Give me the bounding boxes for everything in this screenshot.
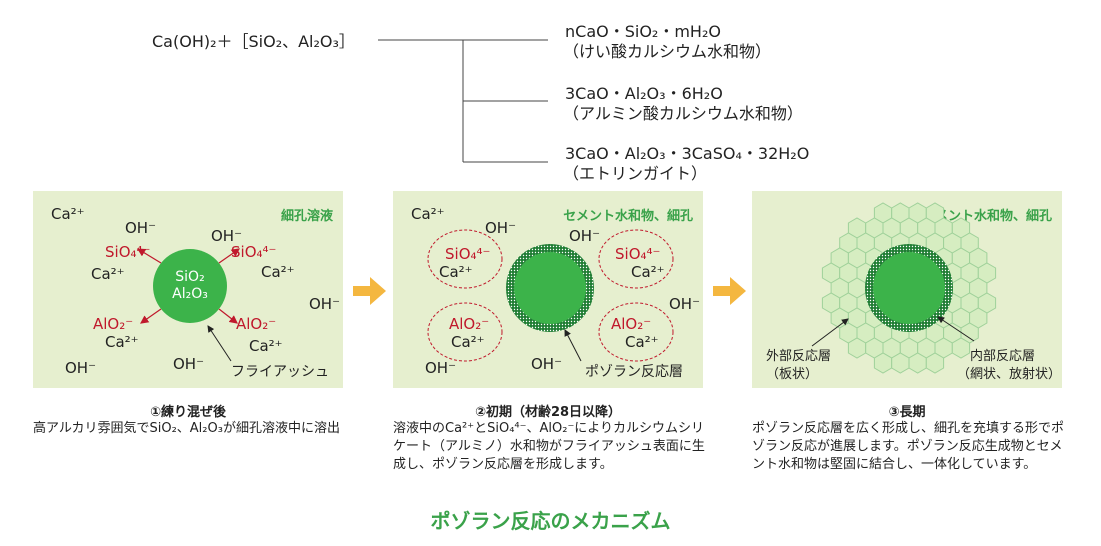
ion-oh: OH⁻	[531, 355, 563, 373]
inner-layer-sub: （網状、放射状）	[957, 367, 1062, 382]
panel3-description: ポゾラン反応層を広く形成し、細孔を充填する形でポゾラン反応が進展します。ポゾラン…	[752, 421, 1065, 472]
ion-ca: Ca²⁺	[105, 333, 139, 351]
hex-crystal	[873, 352, 893, 374]
particle-label-sio2: SiO₂	[175, 269, 205, 285]
ion-ca: Ca²⁺	[625, 333, 659, 351]
product-formula-3: 3CaO・Al₂O₃・3CaSO₄・32H₂O	[565, 144, 810, 163]
ion-ca: Ca²⁺	[249, 337, 283, 355]
ion-sio4: SiO₄⁴⁻	[615, 245, 661, 263]
ion-alo2: AlO₂⁻	[236, 315, 277, 333]
panel1-caption: ①練り混ぜ後	[149, 405, 226, 420]
ion-oh: OH⁻	[173, 355, 205, 373]
hex-crystal	[951, 337, 971, 359]
panel-long-term: セメント水和物、細孔 外部反応層 （板状） 内部反応層 （網状、放射状）	[752, 191, 1062, 388]
fly-ash-particle	[153, 249, 227, 323]
ion-oh: OH⁻	[125, 219, 157, 237]
product-name-2: （アルミン酸カルシウム水和物）	[563, 104, 803, 123]
ion-oh: OH⁻	[425, 359, 457, 377]
panel3-title: セメント水和物、細孔	[922, 209, 1052, 224]
ion-ca: Ca²⁺	[439, 263, 473, 281]
panel2-caption: ②初期（材齢28日以降）	[474, 405, 622, 420]
pozzolanic-layer-label: ポゾラン反応層	[585, 364, 683, 380]
outer-layer-sub: （板状）	[766, 367, 819, 382]
panel2-description: 溶液中のCa²⁺とSiO₄⁴⁻、AlO₂⁻によりカルシウムシリケート（アルミノ）…	[393, 421, 705, 472]
hex-crystal	[908, 352, 927, 374]
ion-alo2: AlO₂⁻	[611, 315, 652, 333]
hex-crystal	[925, 352, 945, 374]
ion-ca: Ca²⁺	[51, 205, 85, 223]
fly-ash-particle	[873, 252, 945, 324]
panel3-graphic	[811, 202, 997, 374]
panel3-caption: ③長期	[888, 405, 926, 420]
ion-oh: OH⁻	[569, 227, 601, 245]
panel1-description: 高アルカリ雰囲気でSiO₂、Al₂O₃が細孔溶液中に溶出	[33, 421, 340, 436]
panel1-title: 細孔溶液	[280, 209, 333, 224]
reactants-formula: Ca(OH)₂＋［SiO₂、Al₂O₃］	[152, 32, 355, 51]
panel-mixing: 細孔溶液 SiO₂ Al₂O₃ Ca²⁺ OH⁻ OH⁻ SiO₄⁴⁻ SiO₄…	[33, 191, 343, 388]
fly-ash-particle	[514, 252, 586, 324]
hex-crystal	[847, 337, 867, 359]
particle-label-al2o3: Al₂O₃	[172, 286, 208, 302]
ion-ca: Ca²⁺	[451, 333, 485, 351]
ion-oh: OH⁻	[211, 227, 243, 245]
panel2-title: セメント水和物、細孔	[563, 209, 693, 224]
ion-ca: Ca²⁺	[631, 263, 665, 281]
outer-layer-label: 外部反応層	[766, 349, 832, 364]
panel1-graphic	[136, 248, 240, 362]
product-formula-1: nCaO・SiO₂・mH₂O	[565, 22, 721, 41]
product-name-1: （けい酸カルシウム水和物）	[563, 42, 772, 61]
product-formula-2: 3CaO・Al₂O₃・6H₂O	[565, 84, 723, 103]
ion-oh: OH⁻	[309, 295, 341, 313]
ion-sio4: SiO₄⁴⁻	[445, 245, 491, 263]
ion-ca: Ca²⁺	[411, 205, 445, 223]
panel2-graphic	[427, 229, 674, 362]
fly-ash-label: フライアッシュ	[231, 364, 329, 380]
product-name-3: （エトリンガイト）	[563, 164, 708, 183]
panel-early: セメント水和物、細孔 Ca²⁺ OH⁻ OH⁻ SiO₄⁴⁻ Ca²⁺ SiO₄…	[393, 191, 703, 388]
ion-alo2: AlO₂⁻	[93, 315, 134, 333]
ion-oh: OH⁻	[485, 219, 517, 237]
ion-ca: Ca²⁺	[261, 263, 295, 281]
diagram-title: ポゾラン反応のメカニズム	[430, 509, 671, 533]
ion-sio4: SiO₄⁴⁻	[231, 243, 277, 261]
ion-ca: Ca²⁺	[91, 265, 125, 283]
ion-oh: OH⁻	[65, 359, 97, 377]
ion-oh: OH⁻	[669, 295, 701, 313]
hex-crystal	[891, 352, 910, 374]
ion-sio4: SiO₄⁴⁻	[105, 243, 151, 261]
inner-layer-label: 内部反応層	[970, 349, 1036, 364]
ion-alo2: AlO₂⁻	[449, 315, 490, 333]
